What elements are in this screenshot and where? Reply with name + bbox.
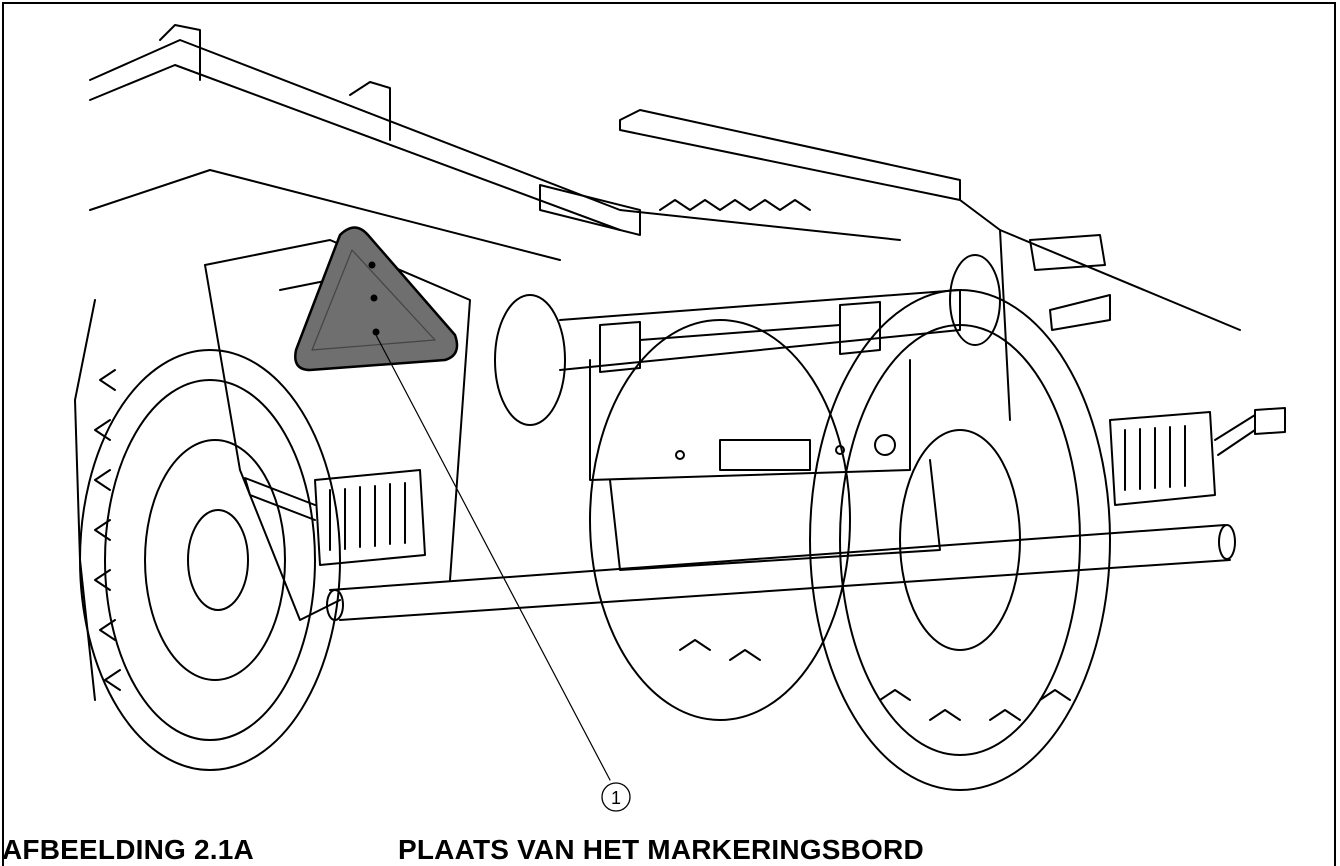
figure-title: PLAATS VAN HET MARKERINGSBORD	[398, 834, 924, 865]
callout-1-label: 1	[611, 788, 621, 808]
chassis-frame	[89, 24, 901, 261]
figure-number: AFBEELDING 2.1A	[2, 834, 254, 865]
left-tail-light	[244, 469, 426, 566]
center-frame	[589, 359, 941, 571]
right-tail-light	[1109, 407, 1286, 506]
callout-1: 1	[601, 782, 631, 812]
rear-axle	[494, 254, 1001, 426]
rear-bumper	[326, 524, 1236, 621]
callout-leader-line	[375, 334, 611, 781]
right-fender	[619, 109, 1241, 421]
slow-moving-vehicle-sign	[294, 226, 459, 372]
left-tire	[74, 299, 341, 771]
right-tires	[589, 199, 1111, 791]
